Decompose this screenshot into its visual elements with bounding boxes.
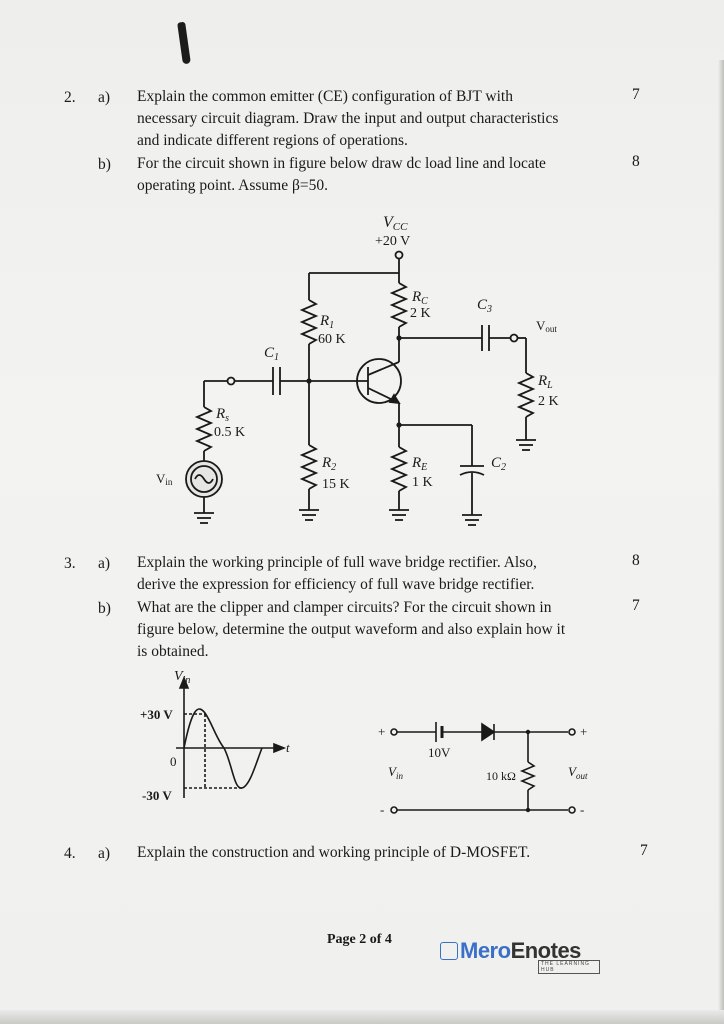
rc-resistor: [389, 282, 409, 328]
input-waveform-diagram: Vin +30 V 0 -30 V t: [140, 669, 290, 803]
part-label: a): [98, 555, 111, 572]
sine-wave: [183, 708, 263, 789]
zero-label: 0: [170, 754, 177, 769]
pos-amplitude-label: +30 V: [140, 707, 173, 722]
question-text-line: Explain the working principle of full wa…: [137, 554, 537, 571]
resistor-label: 10 kΩ: [486, 769, 516, 783]
r1-resistor: [299, 299, 319, 345]
plus-in: +: [378, 724, 385, 739]
question-text-line: is obtained.: [137, 643, 209, 660]
svg-text:C1: C1: [264, 345, 279, 363]
minus-out: -: [580, 802, 584, 817]
time-axis-label: t: [286, 740, 290, 755]
pen-mark: [177, 21, 191, 65]
page-edge-right: [718, 60, 724, 1024]
rc-value: 2 K: [410, 306, 431, 321]
part-label: b): [98, 600, 111, 617]
svg-text:Vout: Vout: [568, 764, 588, 781]
clamper-circuit-diagram: + + - - 10V Vin 10 kΩ Vout: [378, 722, 588, 817]
question-text-line: figure below, determine the output wavef…: [137, 621, 566, 638]
svg-text:C3: C3: [477, 297, 492, 315]
svg-text:Vout: Vout: [536, 318, 557, 334]
marks: 7: [640, 842, 648, 859]
re-resistor: [389, 446, 409, 492]
bjt-circuit-diagram: VCC +20 V R1 60 K RC 2 K C1 C3 Vout RL 2…: [156, 214, 559, 526]
marks: 7: [632, 86, 640, 103]
rs-resistor: [194, 406, 214, 452]
question-text-line: For the circuit shown in figure below dr…: [137, 155, 546, 172]
vout-terminal: [509, 333, 519, 343]
neg-amplitude-label: -30 V: [142, 788, 172, 803]
svg-text:R2: R2: [321, 455, 336, 473]
r2-resistor: [299, 444, 319, 490]
svg-text:RL: RL: [537, 373, 553, 391]
question-text-line: derive the expression for efficiency of …: [137, 576, 535, 593]
question-number: 2.: [64, 89, 76, 106]
svg-text:RE: RE: [411, 455, 427, 473]
rs-value: 0.5 K: [214, 425, 245, 440]
question-text-line: What are the clipper and clamper circuit…: [137, 599, 552, 616]
r1-value: 60 K: [318, 332, 346, 347]
r2-value: 15 K: [322, 477, 350, 492]
diode: [481, 722, 496, 742]
load-resistor: [519, 761, 537, 791]
question-number: 3.: [64, 555, 76, 572]
question-text-line: Explain the common emitter (CE) configur…: [137, 88, 513, 105]
svg-text:Vin: Vin: [156, 471, 173, 487]
page-number: Page 2 of 4: [327, 932, 392, 947]
page-edge-bottom: [0, 1010, 724, 1024]
merenotes-logo: MeroEnotes THE LEARNING HUB: [438, 936, 600, 974]
minus-in: -: [380, 802, 384, 817]
question-text-line: necessary circuit diagram. Draw the inpu…: [137, 110, 559, 127]
plus-out: +: [580, 724, 587, 739]
question-number: 4.: [64, 845, 76, 862]
question-text-line: and indicate different regions of operat…: [137, 132, 408, 149]
part-label: a): [98, 845, 111, 862]
rl-value: 2 K: [538, 394, 559, 409]
vcc-terminal: [394, 250, 404, 260]
question-text-line: Explain the construction and working pri…: [137, 844, 531, 861]
svg-text:VCC: VCC: [383, 214, 408, 233]
logo-icon: [440, 942, 458, 960]
vcc-value: +20 V: [375, 234, 410, 249]
svg-text:R1: R1: [319, 313, 334, 331]
part-label: a): [98, 89, 111, 106]
svg-text:Vin: Vin: [388, 764, 403, 781]
re-value: 1 K: [412, 475, 433, 490]
part-label: b): [98, 156, 111, 173]
svg-text:Vin: Vin: [174, 669, 190, 686]
marks: 8: [632, 153, 640, 170]
rl-resistor: [516, 372, 536, 418]
question-text-line: operating point. Assume β=50.: [137, 177, 328, 194]
marks: 8: [632, 552, 640, 569]
battery-label: 10V: [428, 745, 451, 760]
marks: 7: [632, 597, 640, 614]
svg-text:Rs: Rs: [215, 406, 229, 424]
svg-text:RC: RC: [411, 289, 428, 307]
svg-text:C2: C2: [491, 455, 506, 473]
